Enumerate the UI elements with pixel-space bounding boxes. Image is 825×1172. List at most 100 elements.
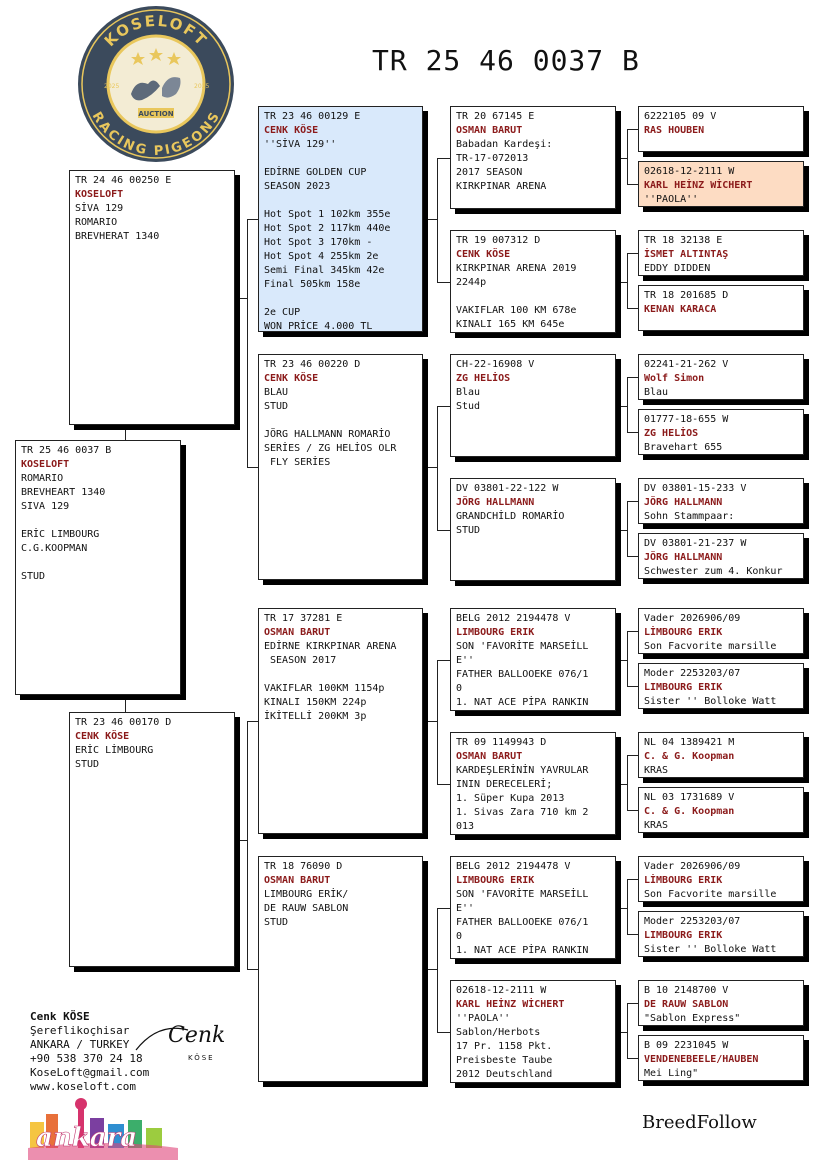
connector-line: [437, 405, 450, 407]
connector-line: [627, 253, 628, 308]
info-line: Bravehart 655: [644, 442, 723, 453]
info-line: "Sablon Express": [644, 1013, 741, 1024]
owner-name: CENK KÖSE: [264, 373, 319, 384]
info-line: EDİRNE GOLDEN CUP: [264, 167, 367, 178]
owner-name: İSMET ALTINTAŞ: [644, 249, 729, 260]
pigeon-icon: [131, 77, 181, 101]
connector-line: [423, 721, 437, 722]
info-line: [264, 152, 418, 166]
connector-line: [627, 810, 638, 811]
pedigree-box-ddds: B 10 2148700 V DE RAUW SABLON "Sablon Expr…: [638, 980, 804, 1026]
owner-name: LIMBOURG ERIK: [456, 627, 535, 638]
info-line: 2017 SEASON: [456, 167, 523, 178]
info-line: ''PAOLA'': [644, 194, 699, 205]
info-line: STUD: [264, 917, 289, 928]
owner-name: ZG HELİOS: [456, 373, 511, 384]
info-line: 1. NAT ACE PİPA RANKIN: [456, 945, 589, 956]
connector-line: [247, 969, 258, 970]
info-line: 2012 Deutschland: [456, 1069, 553, 1080]
owner-name: JÖRG HALLMANN: [644, 497, 723, 508]
info-line: 1. Süper Kupa 2013: [456, 793, 565, 804]
contact-phone: +90 538 370 24 18: [30, 1052, 143, 1065]
info-line: Hot Spot 1 102km 355e: [264, 209, 391, 220]
ring-number: BELG 2012 2194478 V: [456, 861, 571, 872]
ring-number: 02618-12-2111 W: [644, 166, 735, 177]
connector-line: [437, 157, 438, 282]
ring-number: TR 23 46 00129 E: [264, 111, 361, 122]
connector-line: [627, 308, 638, 309]
connector-line: [616, 907, 627, 909]
info-line: SON 'FAVORİTE MARSEİLL: [456, 641, 589, 652]
svg-text:2025: 2025: [104, 83, 119, 90]
info-line: ERİC LİMBOURG: [75, 745, 154, 756]
connector-line: [627, 129, 628, 184]
connector-line: [423, 467, 437, 468]
info-line: STUD: [75, 759, 100, 770]
owner-name: DE RAUW SABLON: [644, 999, 729, 1010]
ring-number: TR 18 32138 E: [644, 235, 723, 246]
ring-number: DV 03801-15-233 V: [644, 483, 747, 494]
info-line: EDİRNE KIRKPINAR ARENA: [264, 641, 397, 652]
ring-number: TR 09 1149943 D: [456, 737, 547, 748]
info-line: Sister '' Bolloke Watt: [644, 696, 777, 707]
owner-name: OSMAN BARUT: [264, 875, 331, 886]
contact-line: ANKARA / TURKEY: [30, 1038, 130, 1051]
info-line: [21, 556, 176, 570]
svg-text:ankara: ankara: [36, 1123, 137, 1153]
info-line: KINALI 165 KM 645e: [456, 319, 565, 330]
info-line: STUD: [21, 571, 46, 582]
connector-line: [437, 659, 438, 784]
connector-line: [616, 783, 627, 785]
info-line: ERİC LIMBOURG: [21, 529, 100, 540]
info-line: Babadan Kardeşi:: [456, 139, 553, 150]
svg-text:AUCTION: AUCTION: [138, 110, 173, 118]
connector-line: [627, 501, 628, 556]
info-line: STUD: [456, 525, 481, 536]
connector-line: [616, 157, 627, 159]
connector-line: [423, 219, 437, 220]
info-line: Son Facvorite marsille: [644, 641, 777, 652]
info-line: Blau: [644, 387, 669, 398]
connector-line: [437, 783, 450, 785]
connector-line: [627, 934, 638, 935]
owner-name: LİMBOURG ERIK: [644, 627, 723, 638]
owner-name: ZG HELİOS: [644, 428, 699, 439]
ring-number: Vader 2026906/09: [644, 861, 741, 872]
breeder-name: Cenk KÖSE: [30, 1010, 90, 1023]
owner-name: OSMAN BARUT: [456, 125, 523, 136]
ring-number: DV 03801-21-237 W: [644, 538, 747, 549]
owner-name: LIMBOURG ERIK: [456, 875, 535, 886]
info-line: [264, 194, 418, 208]
connector-line: [627, 879, 638, 880]
owner-name: KENAN KARACA: [644, 304, 717, 315]
owner-name: CENK KÖSE: [264, 125, 319, 136]
ring-number: 02241-21-262 V: [644, 359, 729, 370]
info-line: Final 505km 158e: [264, 279, 361, 290]
info-line: 1. Sivas Zara 710 km 2: [456, 807, 589, 818]
info-line: [264, 414, 418, 428]
info-line: Son Facvorite marsille: [644, 889, 777, 900]
info-line: SEASON 2017: [264, 655, 337, 666]
info-line: ININ DERECELERİ;: [456, 779, 553, 790]
ring-number: TR 23 46 00220 D: [264, 359, 361, 370]
ring-number: TR 17 37281 E: [264, 613, 343, 624]
info-line: EDDY DIDDEN: [644, 263, 711, 274]
info-line: Hot Spot 3 170km -: [264, 237, 373, 248]
info-line: SEASON 2023: [264, 181, 331, 192]
info-line: [264, 292, 418, 306]
ring-number: B 10 2148700 V: [644, 985, 729, 996]
owner-name: C. & G. Koopman: [644, 806, 735, 817]
info-line: KRAS: [644, 820, 669, 831]
